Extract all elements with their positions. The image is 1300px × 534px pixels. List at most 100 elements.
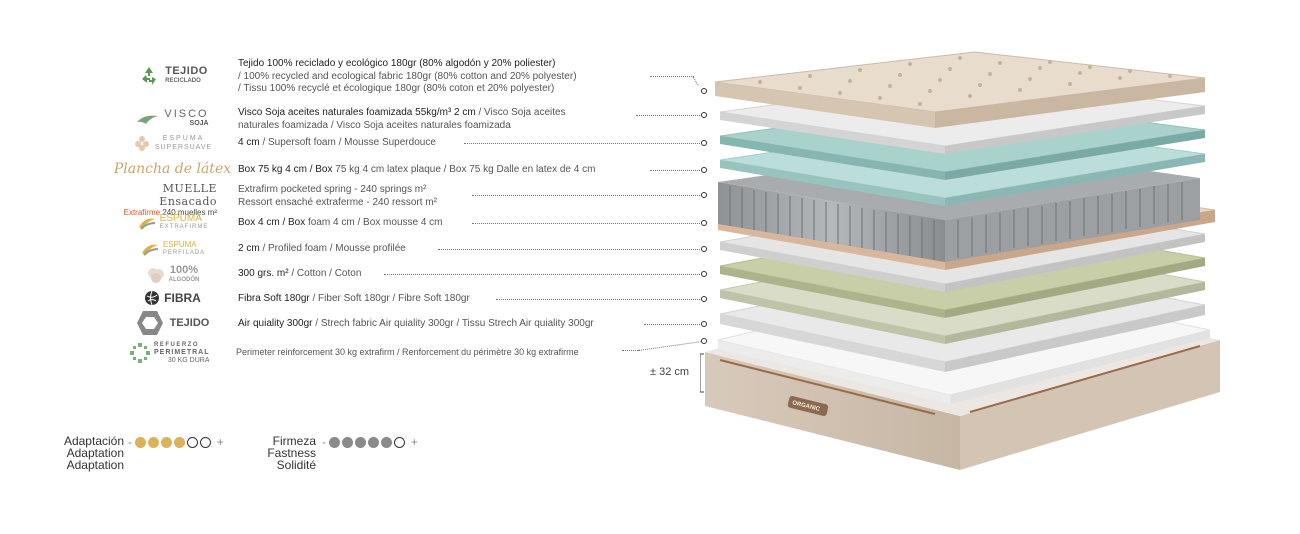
- perimeter-icon: [130, 343, 150, 363]
- rating-label: Firmeza: [272, 434, 316, 448]
- plus-sign: +: [216, 435, 224, 449]
- logo-sublabel-a: Extrafirme: [123, 208, 161, 217]
- rating-dot-filled: [161, 437, 173, 449]
- layer-text-bold: Box 4 cm / Box: [238, 217, 306, 228]
- leader-line: [636, 115, 700, 116]
- leader-line: [496, 299, 700, 300]
- layer-text-rest: 75 kg 4 cm latex plaque / Box 75 kg Dall…: [332, 164, 596, 175]
- layer-description: Extrafirm pocketed spring - 240 springs …: [238, 184, 437, 209]
- layer-marker: [701, 271, 707, 277]
- rating-dot-filled: [381, 437, 393, 449]
- layer-text-rest: foam 4 cm / Box mousse 4 cm: [305, 217, 443, 228]
- logo-sublabel: SOJA: [189, 120, 209, 127]
- layer-text-rest: / Visco Soja aceites: [475, 107, 566, 118]
- layer-marker: [701, 220, 707, 226]
- mattress-layers-illustration: ORGANIC: [700, 51, 1220, 470]
- rating-dot-empty: [187, 437, 199, 449]
- layer-text-line2: / 100% recycled and ecological fabric 18…: [238, 70, 577, 82]
- height-label: ± 32 cm: [650, 366, 690, 378]
- logo-plancha-latex: Plancha de látex: [110, 154, 235, 184]
- leader-line: [692, 76, 699, 86]
- layer-text-rest: / Cotton / Coton: [288, 268, 362, 279]
- logo-sublabel-b: 240 muelles m²: [162, 208, 217, 217]
- recycle-icon: [142, 67, 157, 85]
- rating-label: Adaptation: [66, 458, 124, 472]
- wave-icon: [141, 244, 158, 256]
- logo-sublabel: PERIMETRAL: [154, 349, 210, 356]
- logo-espuma-supersuave: ESPUMA SUPERSUAVE: [110, 128, 235, 158]
- logo-algodon: 100% ALGODÓN: [110, 260, 235, 290]
- layer-description: Visco Soja aceites naturales foamizada 5…: [238, 107, 566, 132]
- logo-sublabel: ALGODÓN: [168, 277, 200, 283]
- rating-dot-filled: [329, 437, 341, 449]
- layer-description: Perimeter reinforcement 30 kg extrafirm …: [236, 346, 579, 359]
- layer-text-bold: 4 cm: [238, 137, 260, 148]
- layer-text-rest: / Supersoft foam / Mousse Superdouce: [259, 137, 436, 148]
- layer-text-bold: Box 75 kg 4 cm / Box: [238, 164, 333, 175]
- layer-text-bold: 300 grs. m²: [238, 268, 289, 279]
- leader-line: [472, 195, 700, 196]
- plus-sign: +: [410, 435, 418, 449]
- layer-description: 4 cm / Supersoft foam / Mousse Superdouc…: [238, 137, 436, 150]
- rating-label: Adaptation: [66, 446, 124, 460]
- rating-label: Fastness: [267, 446, 316, 460]
- rating-dots: [135, 435, 213, 449]
- layer-text-bold: Fibra Soft 180gr: [238, 293, 310, 304]
- layer-text-line2: Ressort ensaché extraferme - 240 ressort…: [238, 196, 437, 208]
- leader-line: [384, 274, 700, 275]
- layer-marker: [701, 167, 707, 173]
- minus-sign: -: [322, 435, 326, 449]
- logo-tejido-reciclado: TEJIDO RECICLADO: [110, 61, 235, 91]
- wave-icon: [138, 218, 155, 230]
- layer-description: 2 cm / Profiled foam / Mousse profilée: [238, 243, 406, 256]
- layer-text-bold: Air quiality 300gr: [238, 318, 313, 329]
- rating-dot-filled: [135, 437, 147, 449]
- rating-dot-filled: [368, 437, 380, 449]
- logo-label: MUELLE Ensacado: [159, 182, 217, 208]
- layer-marker: [701, 246, 707, 252]
- logo-label: ESPUMA: [159, 213, 202, 224]
- logo-sublabel2: 30 KG DURA: [167, 357, 210, 364]
- layer-description: Box 4 cm / Box foam 4 cm / Box mousse 4 …: [238, 217, 443, 230]
- logo-fibra: FIBRA: [110, 283, 235, 313]
- logo-sublabel: SUPERSUAVE: [154, 144, 213, 151]
- layer-marker: [701, 140, 707, 146]
- logo-sublabel: RECICLADO: [165, 78, 201, 84]
- layer-text-rest: / Fiber Soft 180gr / Fibre Soft 180gr: [309, 293, 470, 304]
- leaf-icon: [137, 115, 159, 124]
- rating-label: Adaptación: [63, 434, 124, 448]
- layer-marker: [701, 88, 707, 94]
- rating-dots: [329, 435, 407, 449]
- layer-text-rest: / Profiled foam / Mousse profilée: [259, 243, 406, 254]
- hexagon-icon: [136, 311, 163, 335]
- logo-label: TEJIDO: [165, 65, 208, 77]
- leader-line: [637, 340, 704, 351]
- layer-description: Fibra Soft 180gr / Fiber Soft 180gr / Fi…: [238, 293, 470, 306]
- logo-label: VISCO: [164, 108, 209, 120]
- rating-dot-empty: [394, 437, 406, 449]
- logo-sublabel: EXTRAFIRME: [159, 224, 209, 230]
- cotton-icon: [147, 268, 164, 283]
- flower-icon: [134, 136, 149, 151]
- layer-text-line3: / Tissu 100% recyclé et écologique 180gr…: [238, 83, 555, 94]
- layer-text-bold: Visco Soja aceites naturales foamizada 5…: [238, 107, 476, 118]
- layer-text-line2: naturales foamizada / Visco Soja aceites…: [238, 119, 511, 131]
- leader-line: [644, 324, 700, 325]
- logo-espuma-extrafirme: ESPUMA EXTRAFIRME: [110, 208, 235, 238]
- layer-marker: [701, 296, 707, 302]
- globe-icon: [145, 290, 160, 306]
- rating-dot-filled: [355, 437, 367, 449]
- layer-marker: [701, 338, 707, 344]
- logo-tejido: TEJIDO: [110, 308, 235, 338]
- layer-marker: [701, 112, 707, 118]
- rating-label: Solidité: [276, 458, 316, 472]
- logo-label: REFUERZO: [154, 342, 199, 348]
- layer-description: Air quiality 300gr / Strech fabric Air q…: [238, 318, 594, 331]
- logo-sublabel: PERFILADA: [162, 250, 206, 256]
- rating-dot-filled: [174, 437, 186, 449]
- layer-text-line1: Tejido 100% reciclado y ecológico 180gr …: [238, 58, 556, 69]
- layer-text-rest: / Strech fabric Air quiality 300gr / Tis…: [312, 318, 594, 329]
- logo-label: TEJIDO: [169, 317, 210, 329]
- leader-line: [464, 143, 700, 144]
- rating-dot-filled: [342, 437, 354, 449]
